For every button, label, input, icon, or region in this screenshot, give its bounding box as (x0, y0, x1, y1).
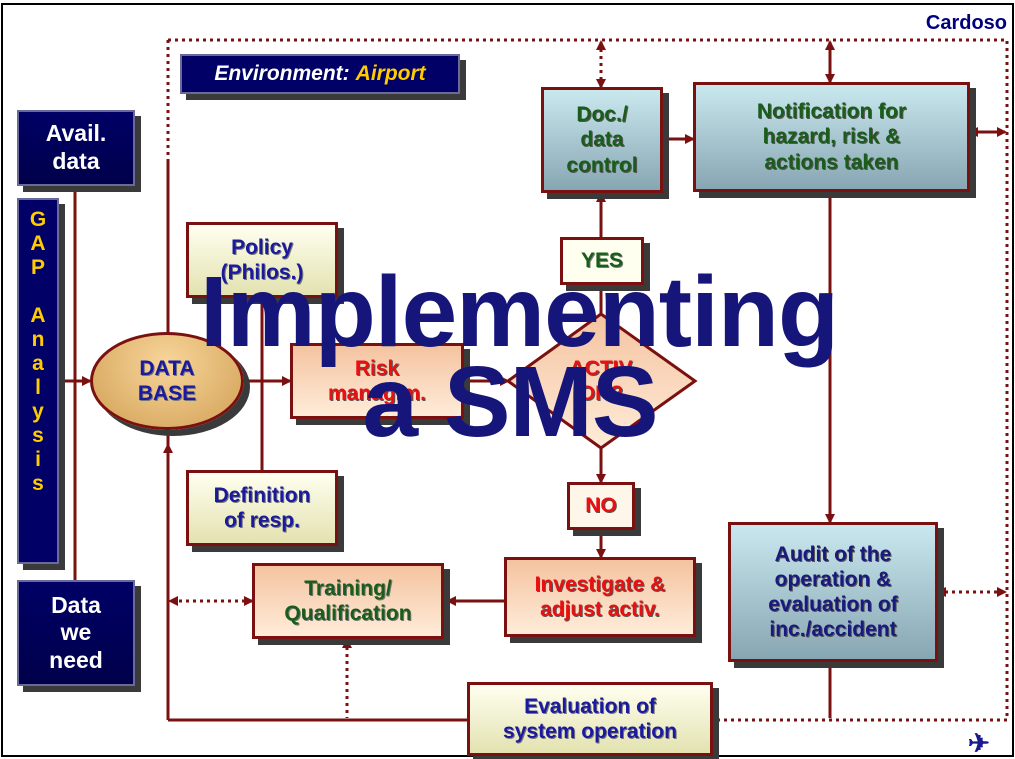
gap-letter: y (32, 400, 44, 423)
gap-letter: a (32, 352, 44, 375)
decision-label: ACTIV OK? (569, 356, 633, 405)
gap-letter: n (31, 328, 45, 351)
risk-management-box: Risk manag.m. (290, 343, 464, 419)
notification-box: Notification for hazard, risk & actions … (693, 82, 970, 192)
gap-letter: P (30, 256, 45, 279)
definition-box: Definition of resp. (186, 470, 338, 546)
slide-frame (1, 3, 1014, 757)
author-label: Cardoso (925, 12, 1007, 34)
gap-letter: l (35, 376, 41, 399)
environment-value: Airport (355, 62, 426, 85)
gap-letter: s (32, 472, 44, 495)
gap-letter: G (29, 208, 47, 231)
database-node: DATA BASE (90, 332, 244, 430)
avail-data-box: Avail. data (17, 110, 135, 186)
gap-letter: i (35, 448, 41, 471)
gap-letter: A (30, 304, 46, 327)
environment-banner: Environment: Airport (180, 54, 460, 94)
audit-box: Audit of the operation & evaluation of i… (728, 522, 938, 662)
dotted-loop (168, 38, 1009, 722)
environment-label: Environment: (214, 62, 350, 85)
doc-control-box: Doc./ data control (541, 87, 663, 193)
data-we-need-box: Data we need (17, 580, 135, 686)
yes-label: YES (560, 237, 644, 285)
airplane-icon: ✈ (968, 728, 990, 758)
evaluation-box: Evaluation of system operation (467, 682, 713, 756)
policy-box: Policy (Philos.) (186, 222, 338, 298)
training-box: Training/ Qualification (252, 563, 444, 639)
investigate-box: Investigate & adjust activ. (504, 557, 696, 637)
gap-letter: A (30, 232, 46, 255)
no-label: NO (567, 482, 635, 530)
gap-letter: s (32, 424, 44, 447)
gap-analysis-bar: G A P A n a l y s i s (17, 198, 59, 564)
